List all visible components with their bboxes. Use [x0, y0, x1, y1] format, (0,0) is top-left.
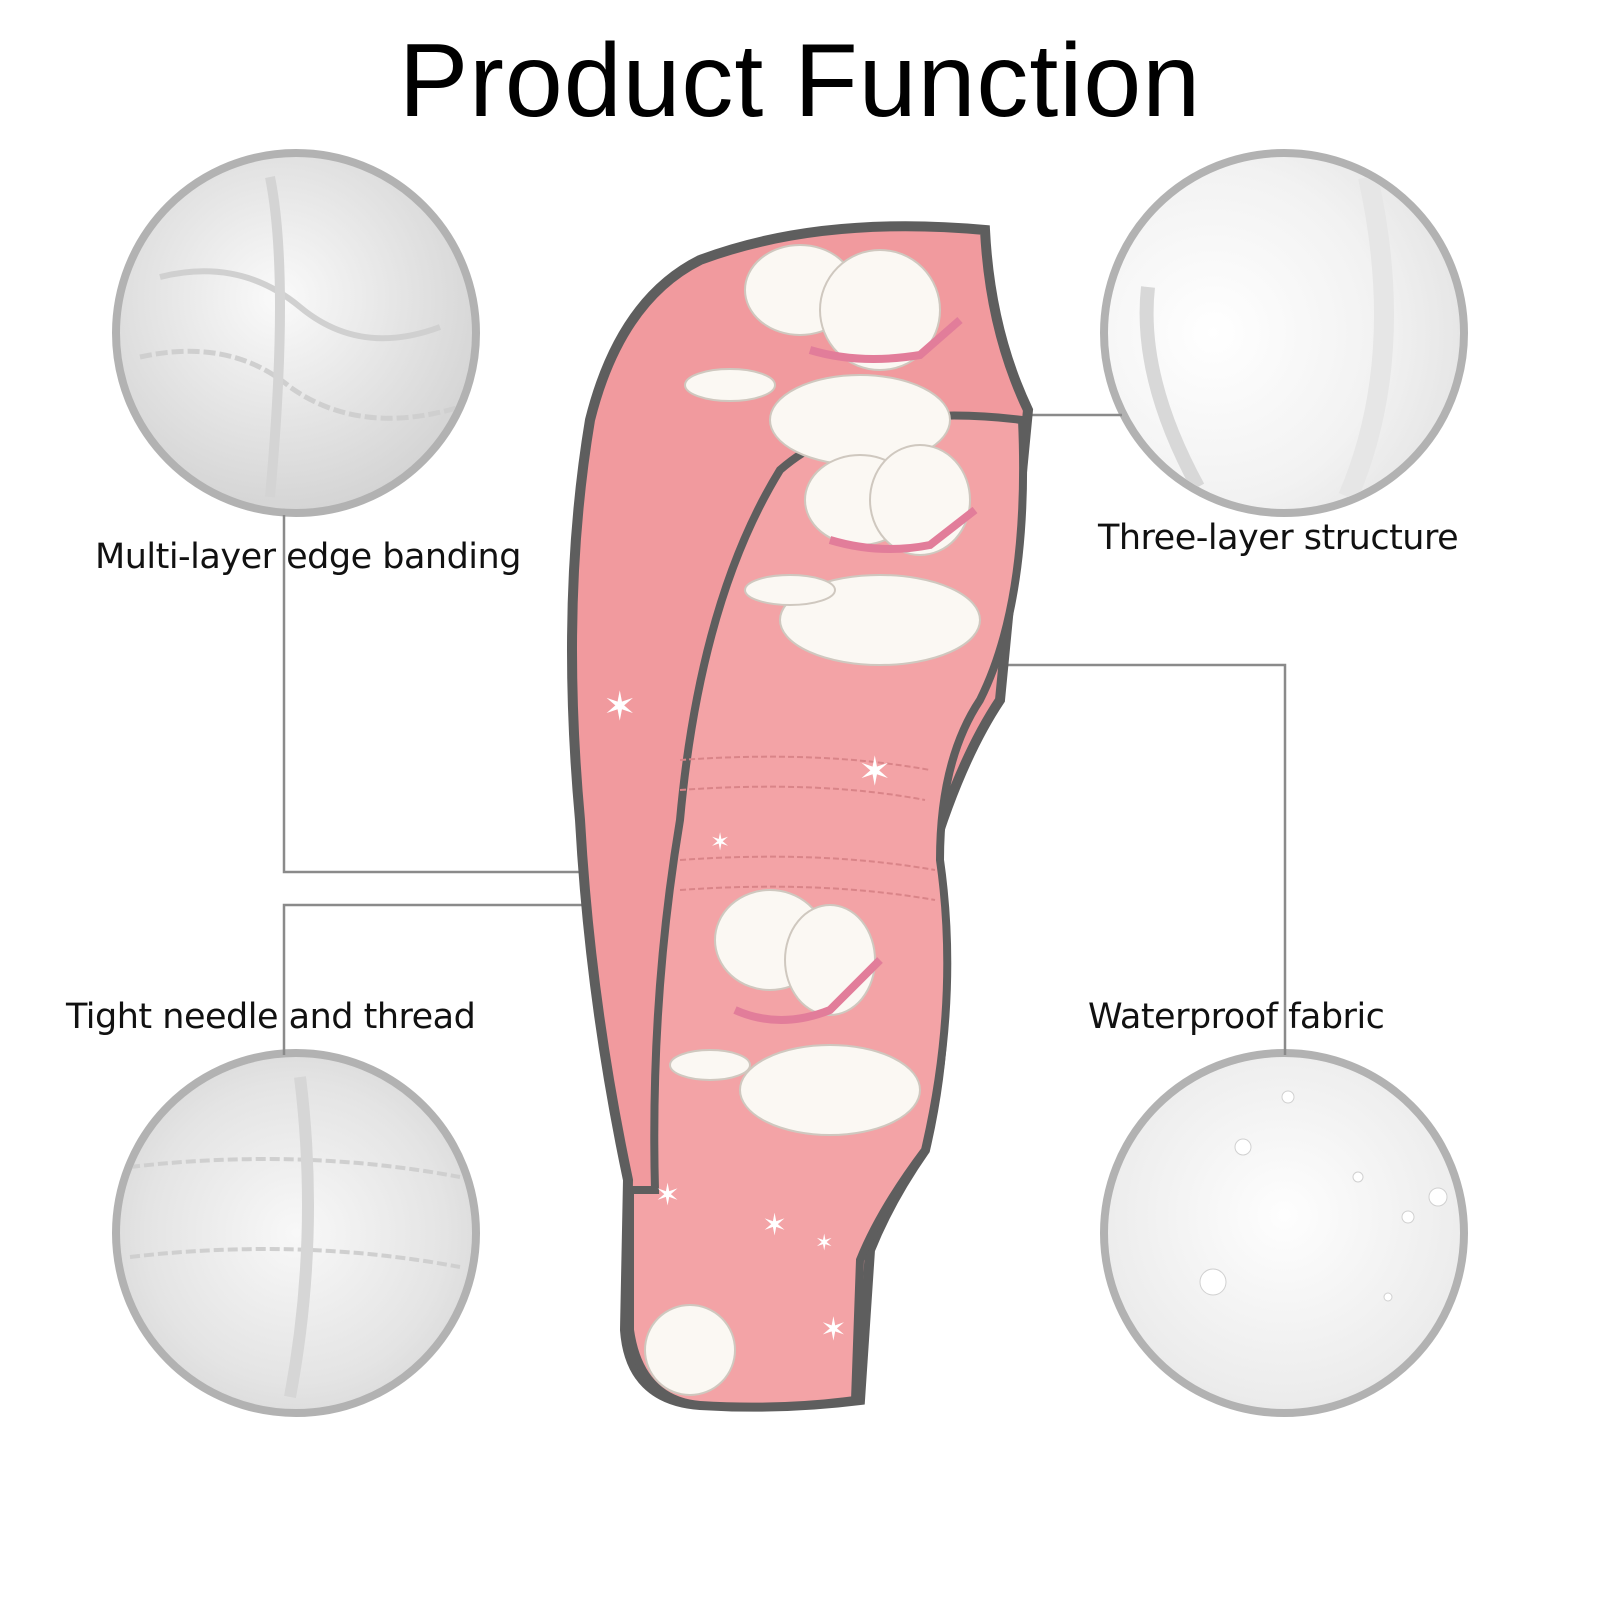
label-edge-banding: Multi-layer edge banding — [95, 537, 521, 577]
label-waterproof: Waterproof fabric — [1088, 997, 1385, 1037]
detail-circle-three-layer — [1100, 149, 1468, 517]
detail-circle-edge-banding — [112, 149, 480, 517]
svg-text:✶: ✶ — [858, 749, 892, 795]
page-title: Product Function — [398, 23, 1202, 139]
poodle-pattern — [644, 244, 981, 1396]
svg-text:✶: ✶ — [815, 1231, 833, 1256]
svg-text:✶: ✶ — [762, 1208, 787, 1243]
layer-edge-image — [1139, 174, 1394, 501]
water-droplets-image — [1199, 1090, 1448, 1302]
detail-circle-stitching — [112, 1049, 480, 1417]
stitching-image — [129, 1076, 461, 1399]
leader-lines — [282, 413, 1287, 1055]
svg-text:✶: ✶ — [820, 1310, 847, 1348]
ribbons — [733, 316, 978, 1024]
svg-text:✶: ✶ — [603, 684, 637, 730]
fabric-folds-image — [139, 176, 461, 498]
label-three-layer: Three-layer structure — [1098, 518, 1459, 558]
label-stitching: Tight needle and thread — [66, 997, 476, 1037]
svg-text:✶: ✶ — [655, 1178, 680, 1213]
svg-text:✶: ✶ — [710, 828, 730, 856]
star-pattern: ✶ ✶ ✶ ✶ ✶ ✶ ✶ — [603, 684, 892, 1348]
